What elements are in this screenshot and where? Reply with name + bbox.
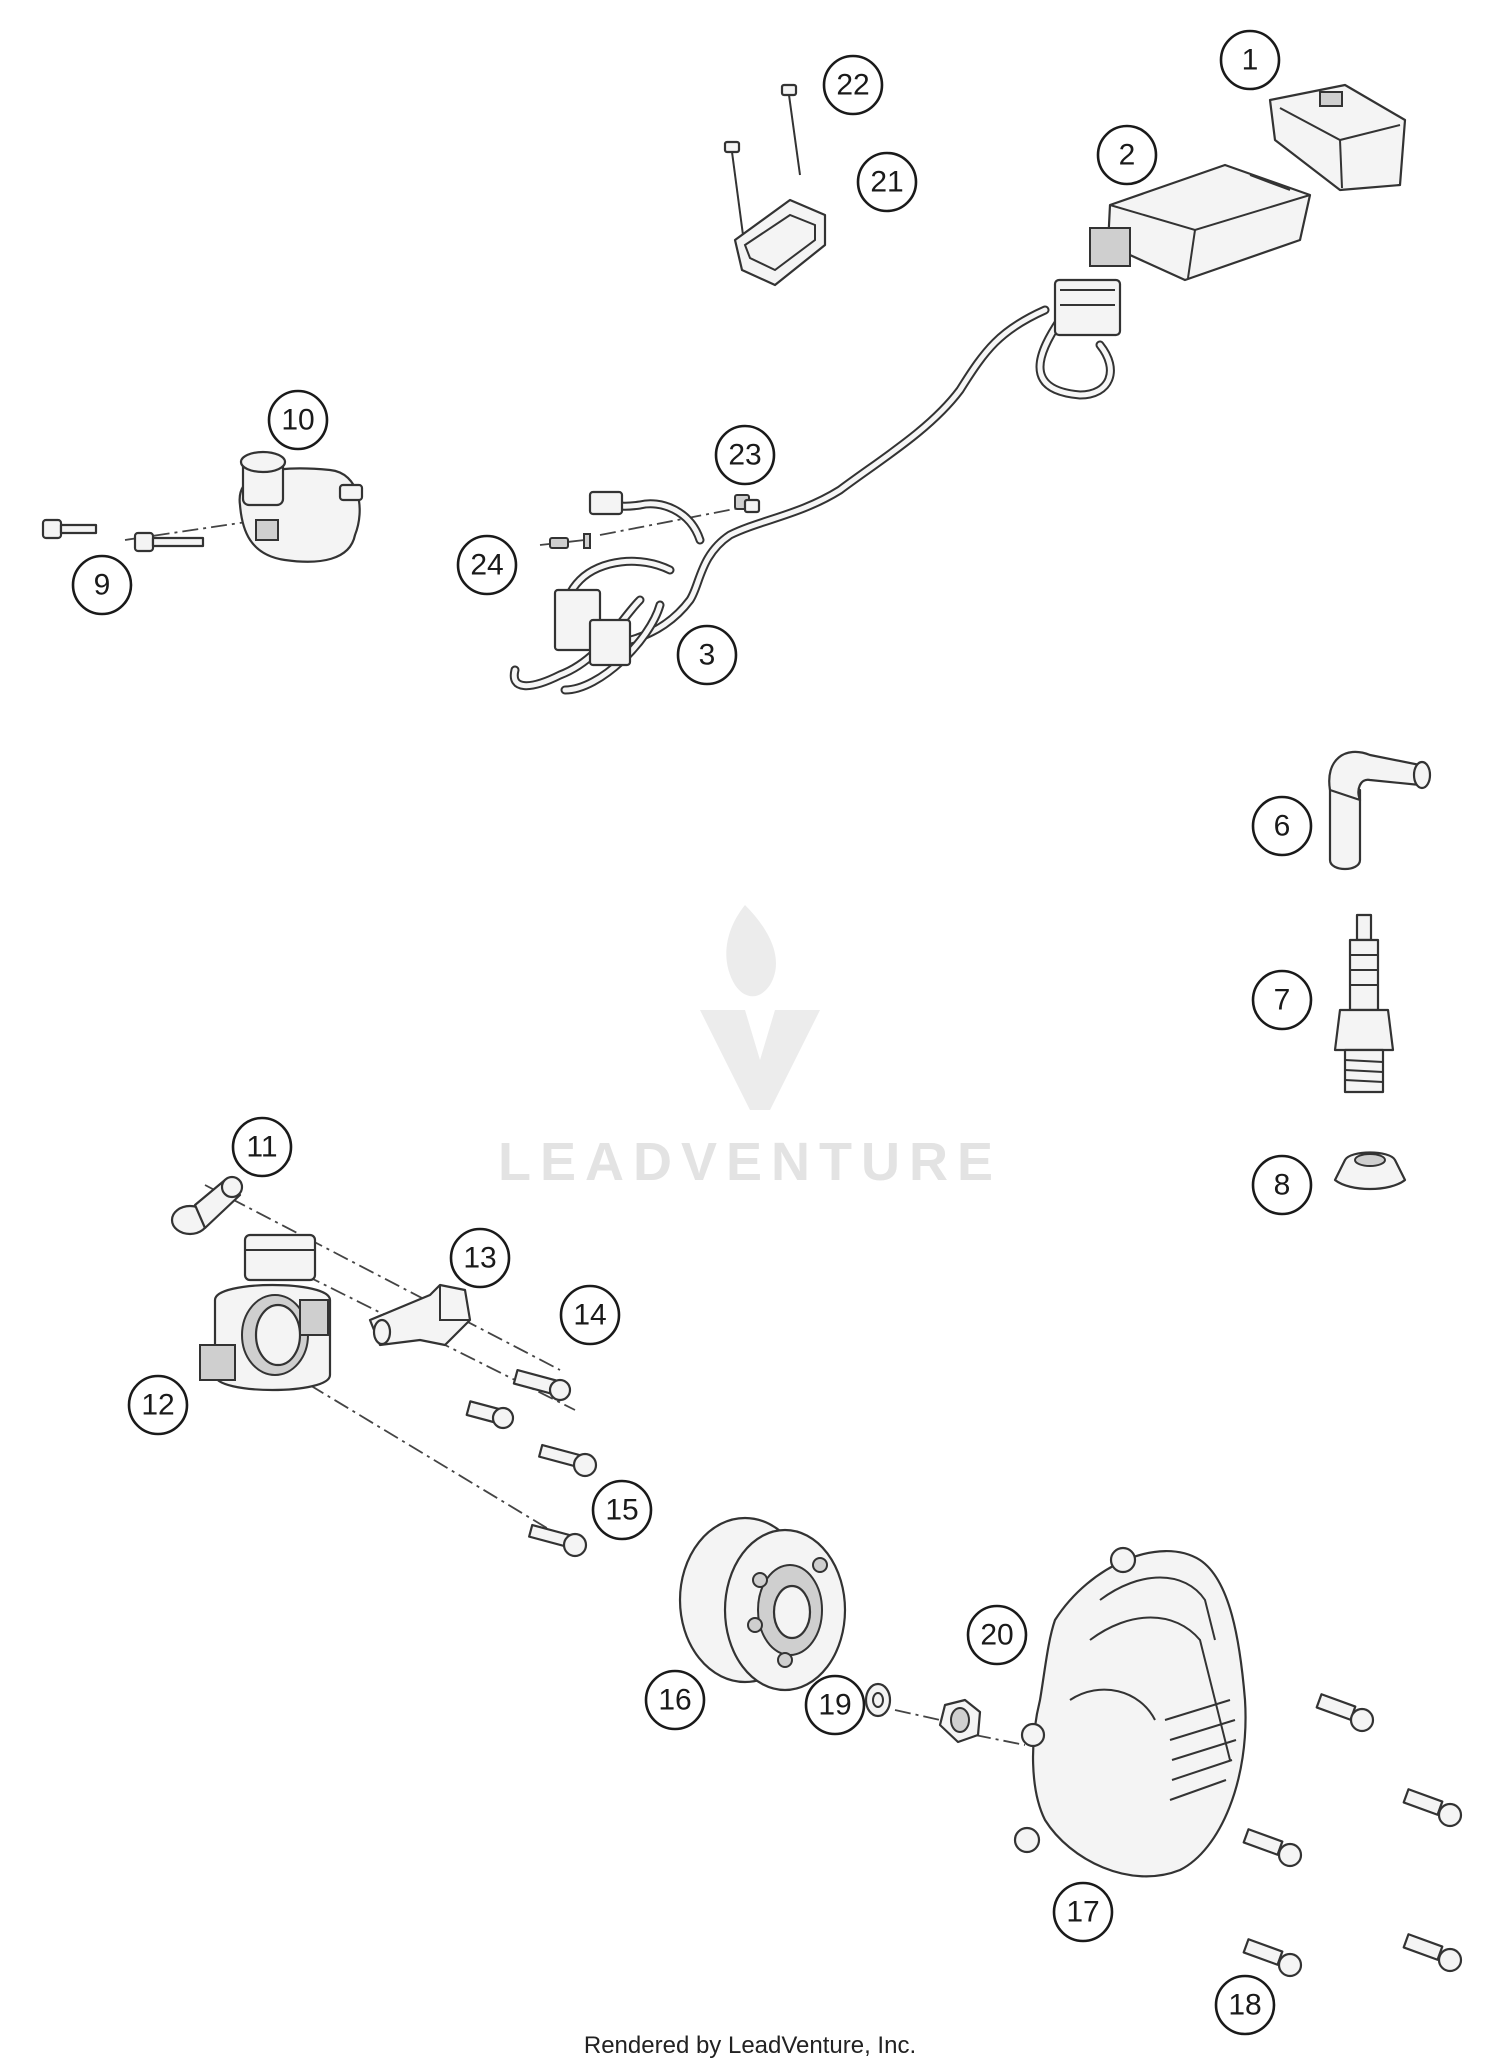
- leader-lines: [54, 504, 1026, 1746]
- part-23-screw: [743, 498, 761, 514]
- callout-17[interactable]: 17: [1052, 1881, 1114, 1943]
- callout-label: 22: [836, 69, 869, 102]
- callout-label: 24: [470, 549, 503, 582]
- callout-label: 13: [463, 1242, 496, 1275]
- callout-16[interactable]: 16: [644, 1669, 706, 1731]
- callout-10[interactable]: 10: [267, 389, 329, 451]
- part-24-clip: [583, 533, 591, 549]
- part-18-cover-bolts: [1242, 1693, 1463, 1978]
- callout-label: 10: [281, 404, 314, 437]
- callout-label: 20: [980, 1619, 1013, 1652]
- part-11-lever: [170, 1175, 244, 1236]
- part-6-spark-plug-cap: [1328, 750, 1432, 871]
- callout-label: 19: [818, 1689, 851, 1722]
- callout-label: 11: [246, 1131, 277, 1164]
- part-2-control-unit: [1089, 163, 1312, 282]
- callout-22[interactable]: 22: [822, 54, 884, 116]
- leadventure-watermark: LEADVENTURE: [498, 905, 1002, 1192]
- callout-7[interactable]: 7: [1251, 969, 1313, 1031]
- callout-label: 2: [1119, 139, 1136, 172]
- part-15-bolts: [528, 1443, 598, 1558]
- callout-label: 15: [605, 1494, 638, 1527]
- callout-9[interactable]: 9: [71, 554, 133, 616]
- callout-label: 23: [728, 439, 761, 472]
- part-17-ignition-cover: [1013, 1546, 1247, 1878]
- callout-19[interactable]: 19: [804, 1674, 866, 1736]
- part-22-screws: [723, 83, 801, 236]
- callout-label: 1: [1242, 44, 1259, 77]
- part-12-stator: [199, 1233, 332, 1392]
- callout-8[interactable]: 8: [1251, 1154, 1313, 1216]
- callout-label: 17: [1066, 1896, 1099, 1929]
- callout-label: 21: [870, 166, 903, 199]
- part-3-wiring-harness: [509, 278, 1122, 695]
- callout-12[interactable]: 12: [127, 1374, 189, 1436]
- part-19-washer: [864, 1682, 892, 1718]
- callout-6[interactable]: 6: [1251, 795, 1313, 857]
- callout-label: 6: [1274, 810, 1291, 843]
- watermark-text: LEADVENTURE: [498, 1132, 1002, 1192]
- part-14-bolts: [465, 1368, 572, 1430]
- callout-label: 16: [658, 1684, 691, 1717]
- callout-15[interactable]: 15: [591, 1479, 653, 1541]
- part-10-ignition-coil: [238, 450, 364, 563]
- callout-label: 8: [1274, 1169, 1291, 1202]
- callout-14[interactable]: 14: [559, 1284, 621, 1346]
- callout-1[interactable]: 1: [1219, 29, 1281, 91]
- callout-11[interactable]: 11: [231, 1116, 293, 1178]
- callout-21[interactable]: 21: [856, 151, 918, 213]
- part-7-spark-plug: [1333, 913, 1395, 1094]
- part-20-nut: [938, 1698, 982, 1744]
- part-16-flywheel: [678, 1516, 847, 1692]
- callout-label: 7: [1274, 984, 1291, 1017]
- part-1-connector-cover: [1268, 83, 1407, 192]
- part-8-seal: [1333, 1151, 1407, 1190]
- callout-label: 3: [699, 639, 716, 672]
- callout-3[interactable]: 3: [676, 624, 738, 686]
- callout-24[interactable]: 24: [456, 534, 518, 596]
- callout-2[interactable]: 2: [1096, 124, 1158, 186]
- part-21-mount: [733, 198, 827, 287]
- part-9-bolts: [41, 518, 205, 553]
- callout-13[interactable]: 13: [449, 1227, 511, 1289]
- part-13-bracket: [368, 1283, 472, 1347]
- callout-label: 18: [1228, 1989, 1261, 2022]
- rendered-by-footer: Rendered by LeadVenture, Inc.: [583, 2032, 917, 2059]
- callout-23[interactable]: 23: [714, 424, 776, 486]
- callout-label: 12: [141, 1389, 174, 1422]
- callout-label: 14: [573, 1299, 606, 1332]
- callout-label: 9: [94, 569, 111, 602]
- callout-20[interactable]: 20: [966, 1604, 1028, 1666]
- callout-18[interactable]: 18: [1214, 1974, 1276, 2036]
